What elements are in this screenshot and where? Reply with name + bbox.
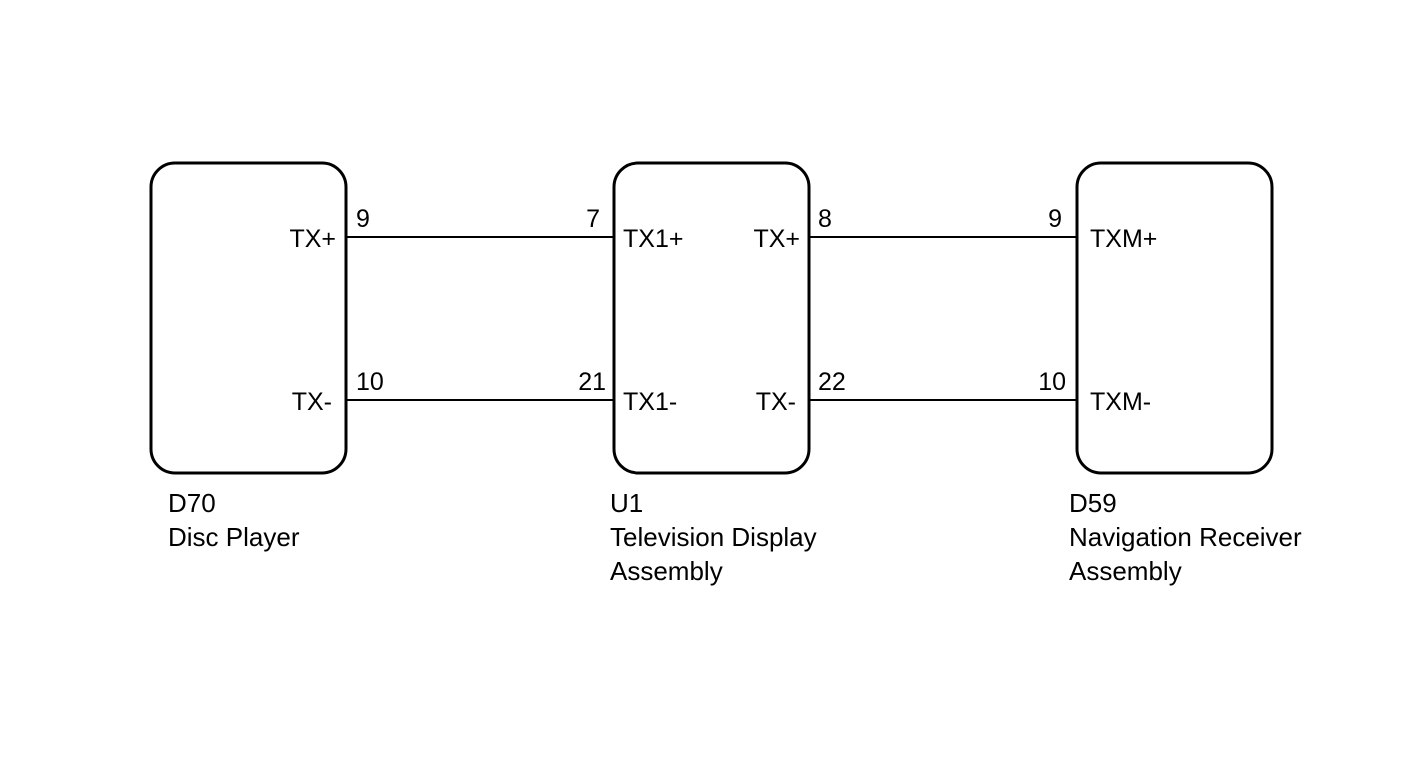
d70-terminal-tx-plus: TX+ [289, 225, 336, 253]
pin-number: 9 [1048, 205, 1062, 233]
u1-box [612, 161, 811, 475]
d59-terminal-txm-minus: TXM- [1090, 388, 1152, 416]
pin-number: 22 [818, 368, 846, 396]
d59-name-line1: Navigation Receiver [1069, 522, 1302, 552]
d59-box [1075, 161, 1274, 475]
d59-terminal-txm-plus: TXM+ [1090, 225, 1158, 253]
d70-caption: D70 Disc Player [168, 486, 299, 554]
d70-terminal-tx-minus: TX- [291, 388, 332, 416]
d70-code: D70 [168, 488, 216, 518]
u1-terminal-tx1-minus: TX1- [623, 388, 678, 416]
u1-name-line1: Television Display [610, 522, 817, 552]
pin-number: 10 [1038, 368, 1066, 396]
u1-caption: U1 Television Display Assembly [610, 486, 817, 588]
d70-name: Disc Player [168, 522, 300, 552]
pin-number: 8 [818, 205, 832, 233]
u1-code: U1 [610, 488, 644, 518]
u1-terminal-tx-minus: TX- [755, 388, 796, 416]
pin-number: 9 [356, 205, 370, 233]
u1-name-line2: Assembly [610, 556, 723, 586]
d59-code: D59 [1069, 488, 1117, 518]
d59-name-line2: Assembly [1069, 556, 1182, 586]
pin-number: 21 [578, 368, 606, 396]
d70-box [149, 161, 348, 475]
u1-terminal-tx1-plus: TX1+ [623, 225, 684, 253]
pin-number: 7 [586, 205, 600, 233]
pin-number: 10 [356, 368, 384, 396]
u1-terminal-tx-plus: TX+ [753, 225, 800, 253]
d59-caption: D59 Navigation Receiver Assembly [1069, 486, 1302, 588]
